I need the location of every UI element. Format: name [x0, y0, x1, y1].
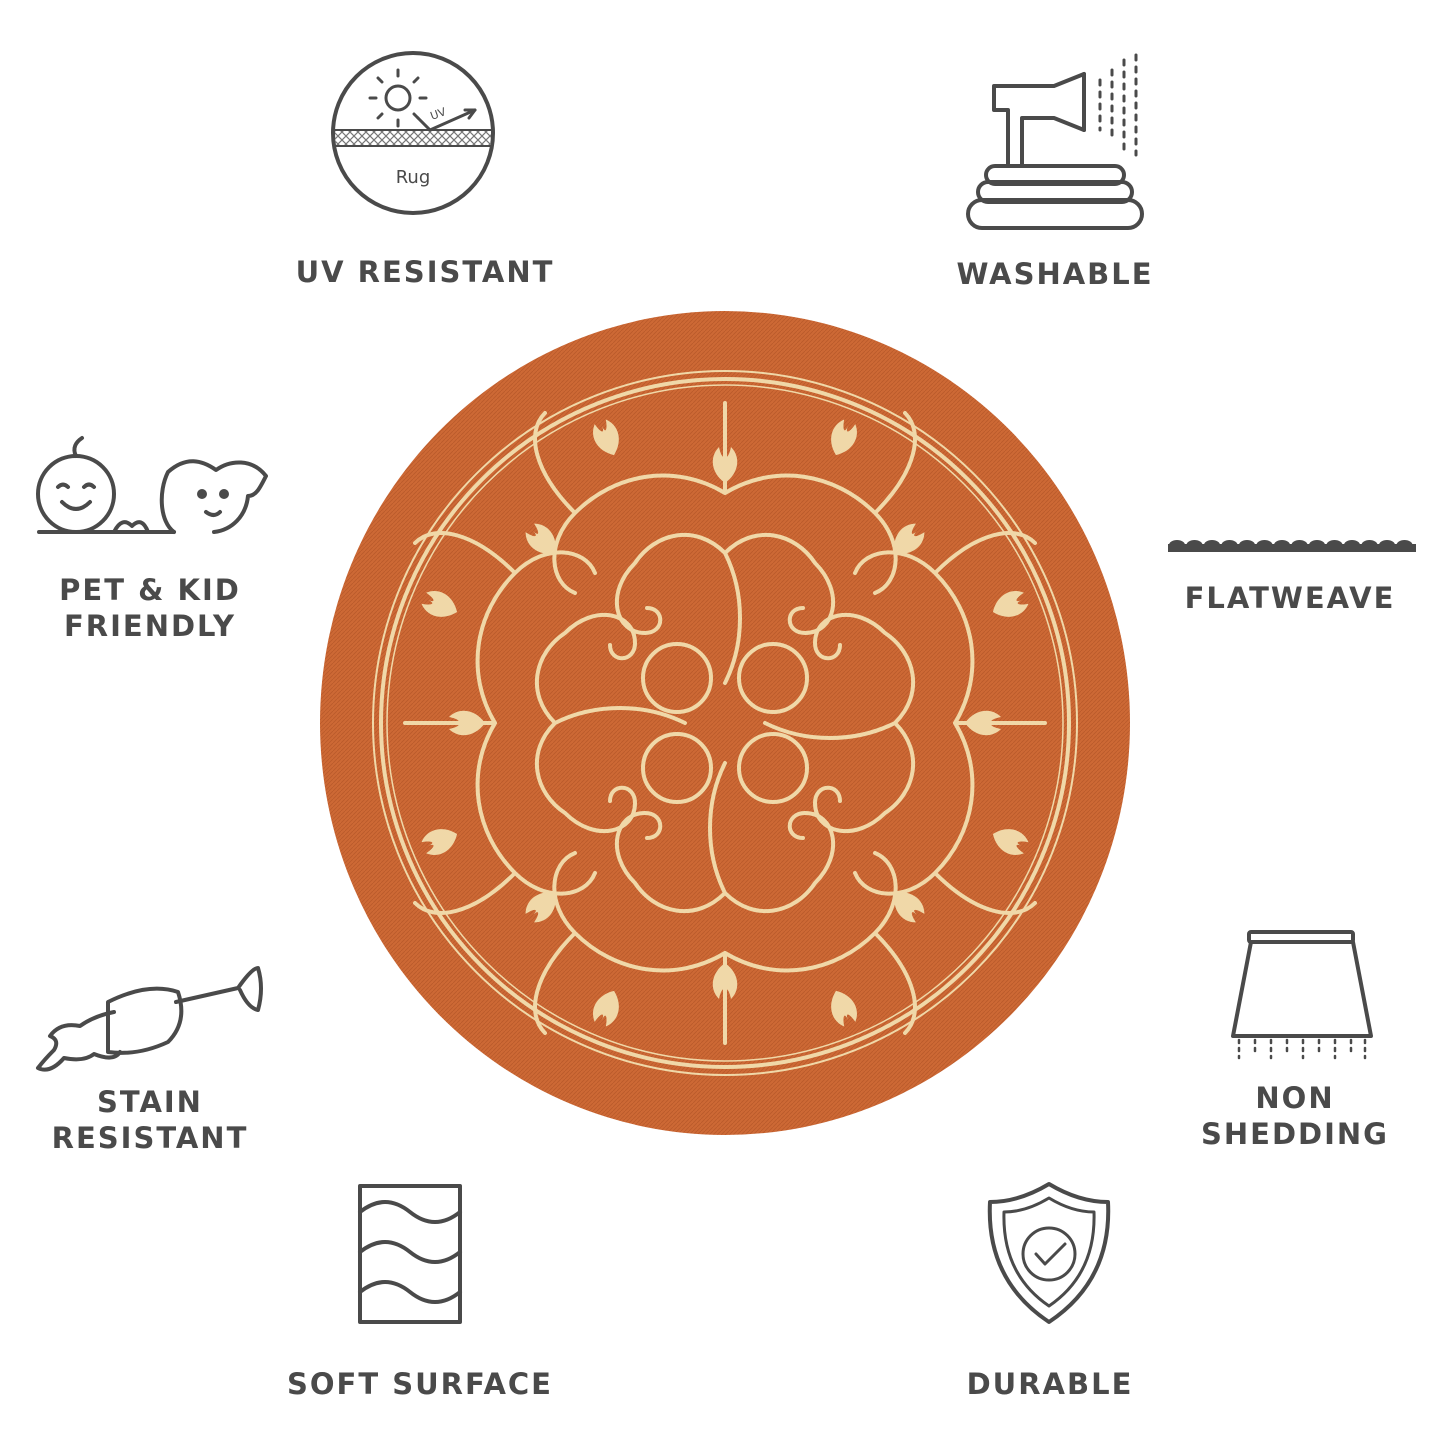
- rug-flower: [593, 990, 619, 1027]
- weave-bump: [1221, 540, 1238, 550]
- rug-flower: [894, 892, 925, 923]
- rug-flower: [712, 447, 738, 483]
- rug-flower: [831, 990, 857, 1027]
- rug-flower: [894, 523, 925, 554]
- pet-kid-friendly-label: PET & KID FRIENDLY: [20, 572, 280, 644]
- stain-resistant-label: STAIN RESISTANT: [20, 1084, 280, 1156]
- rug-flower: [965, 710, 1001, 736]
- rug-flower: [421, 829, 458, 855]
- rug-center-ring: [737, 642, 809, 714]
- stain-line2: RESISTANT: [51, 1121, 249, 1155]
- rug-flower: [525, 523, 556, 554]
- pet-kid-line1: PET & KID: [59, 573, 241, 607]
- uv-sun-icon: UV Rug: [331, 51, 495, 215]
- rug-center-ring: [641, 642, 713, 714]
- rug-scroll: [533, 401, 917, 685]
- baby-dog-icon: [36, 436, 268, 534]
- wavy-layers-icon: [358, 1184, 462, 1324]
- weave-bump: [1326, 540, 1343, 550]
- durable-label: DURABLE: [966, 1367, 1134, 1401]
- rug-scroll: [763, 531, 1047, 915]
- weave-bump: [1344, 540, 1360, 550]
- washable-label: WASHABLE: [956, 257, 1154, 291]
- pet-kid-line2: FRIENDLY: [63, 609, 237, 643]
- weave-bump: [1169, 540, 1185, 550]
- sprayer-icon: [966, 53, 1144, 230]
- rug-flower: [712, 963, 738, 999]
- rug-flower: [593, 419, 619, 456]
- shield-check-icon: [987, 1182, 1111, 1324]
- non-shedding-line1: NON: [1255, 1081, 1335, 1115]
- uv-resistant-label: UV RESISTANT: [295, 255, 555, 289]
- svg-text:Rug: Rug: [396, 167, 431, 188]
- rug-flower: [992, 591, 1029, 617]
- rug-fringe-icon: [1231, 930, 1373, 1060]
- flatweave-label: FLATWEAVE: [1184, 581, 1396, 615]
- rug-flower: [421, 591, 458, 617]
- weave-bump: [1256, 540, 1273, 550]
- weave-bump: [1204, 540, 1220, 550]
- rug-flower: [831, 419, 857, 456]
- rug-center-ring: [737, 732, 809, 804]
- weave-bump: [1379, 540, 1395, 550]
- non-shedding-label: NON SHEDDING: [1180, 1080, 1410, 1152]
- svg-text:UV: UV: [429, 105, 449, 123]
- rug-scroll: [533, 761, 917, 1045]
- rug-flower: [449, 710, 485, 736]
- weave-bump: [1291, 540, 1308, 550]
- weave-bump: [1239, 540, 1255, 550]
- rug-center-ring: [641, 732, 713, 804]
- weave-bump: [1361, 540, 1378, 550]
- weave-bump: [1396, 540, 1413, 550]
- rug-flower: [992, 829, 1029, 855]
- non-shedding-line2: SHEDDING: [1201, 1117, 1389, 1151]
- weave-bump: [1309, 540, 1325, 550]
- rug-flower: [525, 892, 556, 923]
- flatweave-icon: [1168, 540, 1416, 552]
- spilled-glass-icon: [36, 966, 263, 1072]
- soft-surface-label: SOFT SURFACE: [286, 1367, 553, 1401]
- weave-bump: [1274, 540, 1290, 550]
- round-rug-image: [320, 311, 1130, 1135]
- stain-line1: STAIN: [97, 1085, 203, 1119]
- weave-bump: [1186, 540, 1203, 550]
- rug-scroll: [403, 531, 687, 915]
